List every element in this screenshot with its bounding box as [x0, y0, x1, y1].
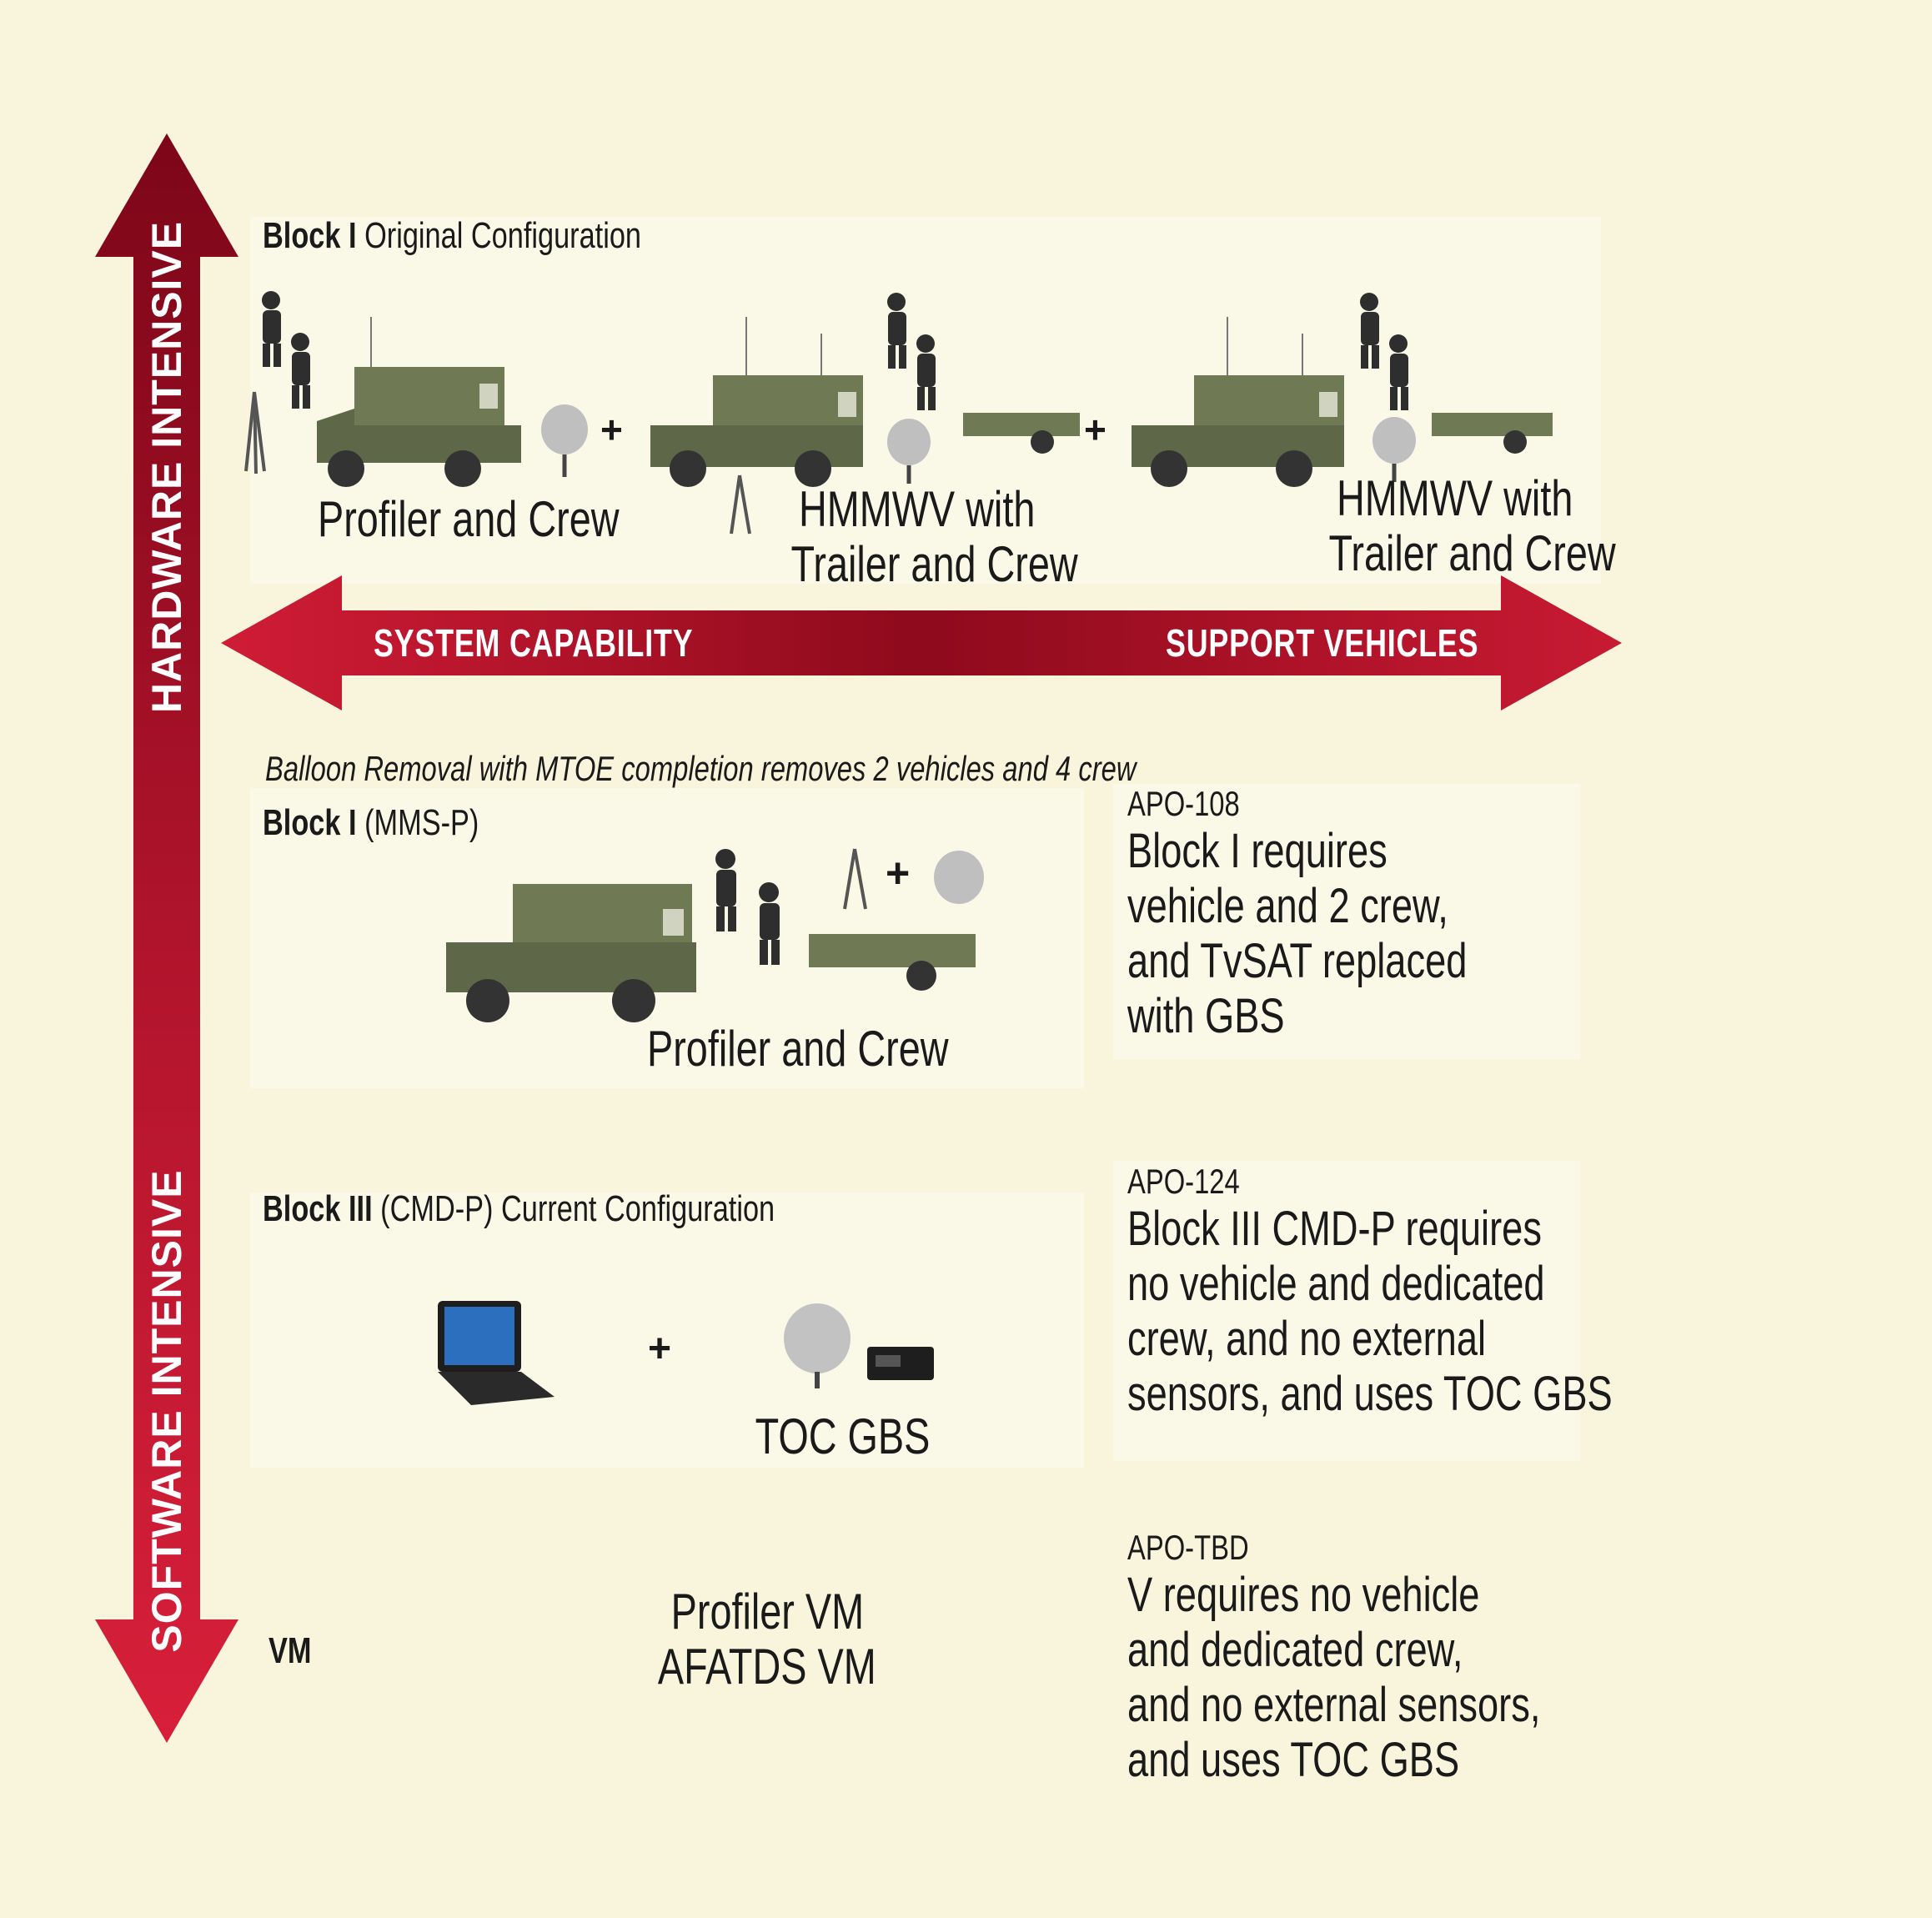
note-apo124: APO-124 Block III CMD-P requires no vehi… — [1127, 1162, 1613, 1421]
mmsp-caption: Profiler and Crew — [646, 1021, 949, 1077]
software-intensive-label: SOFTWARE INTENSIVE — [143, 1169, 190, 1653]
vm-items: Profiler VM AFATDS VM — [658, 1584, 876, 1695]
balloon-removal-note: Balloon Removal with MTOE completion rem… — [265, 749, 1137, 788]
toc-gbs-caption: TOC GBS — [755, 1408, 930, 1464]
plus-mmsp: + — [886, 850, 911, 896]
vertical-axis-arrow — [95, 133, 238, 1743]
hmmwv-caption-2: HMMWV with Trailer and Crew — [1328, 470, 1616, 581]
note-apo108: APO-108 Block I requires vehicle and 2 c… — [1127, 784, 1468, 1043]
mmsp-illustration — [446, 848, 984, 1022]
plus-1: + — [600, 408, 623, 451]
note2-panel — [1113, 1161, 1580, 1461]
hmmwv-trailer-illustration-2 — [1132, 293, 1553, 487]
laptop-icon — [438, 1301, 555, 1405]
block1-mmsp-heading: Block I (MMS-P) — [263, 802, 479, 843]
hmmwv-trailer-illustration-1 — [650, 293, 1080, 535]
note-apotbd: APO-TBD V requires no vehicle and dedica… — [1127, 1528, 1541, 1787]
profiler-crew-caption-1: Profiler and Crew — [317, 491, 620, 547]
profiler-crew-illustration — [244, 291, 588, 487]
note1-panel — [1113, 784, 1580, 1059]
hardware-intensive-label: HARDWARE INTENSIVE — [143, 220, 190, 714]
support-vehicles-label: SUPPORT VEHICLES — [1166, 621, 1479, 665]
block1-original-heading: Block I Original Configuration — [263, 215, 642, 256]
plus-2: + — [1084, 408, 1107, 451]
gbs-receiver-icon — [867, 1347, 934, 1380]
plus-block3: + — [648, 1327, 672, 1371]
horizontal-axis-arrow — [221, 575, 1622, 710]
system-capability-label: SYSTEM CAPABILITY — [374, 621, 694, 665]
block3-heading: Block III (CMD-P) Current Configuration — [263, 1188, 775, 1229]
block3-panel — [250, 1192, 1084, 1468]
hmmwv-caption-1: HMMWV with Trailer and Crew — [790, 481, 1078, 592]
satellite-dish-icon — [784, 1303, 851, 1388]
vm-label: VM — [268, 1630, 312, 1671]
